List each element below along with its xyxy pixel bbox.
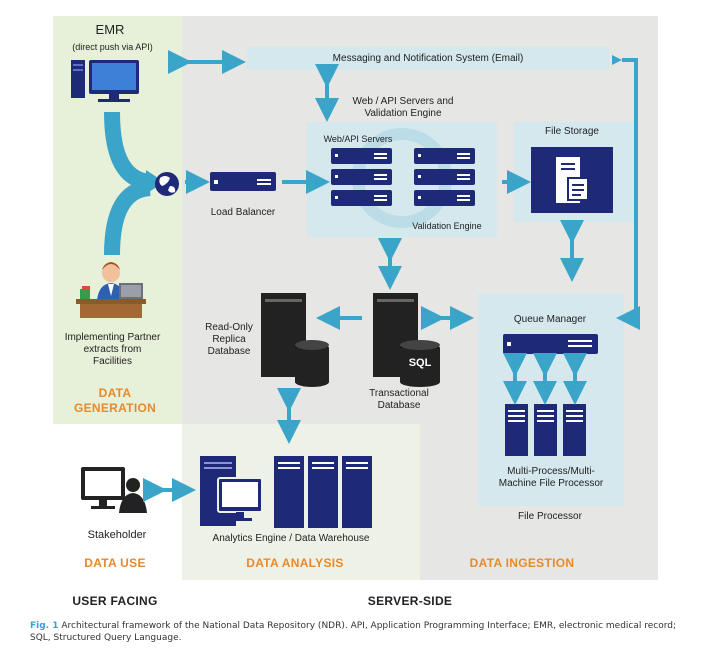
figure-caption: Fig. 1 Architectural framework of the Na… — [30, 620, 685, 644]
person-at-computer-icon — [81, 467, 147, 513]
replica-db-label: Read-Only Replica Database — [205, 322, 253, 357]
database-server-icon — [261, 293, 329, 387]
caption-text: Architectural framework of the National … — [30, 621, 677, 643]
file-processor-section-label: File Processor — [518, 511, 582, 522]
file-storage-label: File Storage — [545, 126, 599, 137]
sql-database-icon — [373, 293, 440, 387]
connector-arrows — [143, 50, 640, 502]
messaging-return-arrowhead — [612, 55, 622, 65]
section-data-use: DATA USE — [84, 556, 146, 570]
messaging-label: Messaging and Notification System (Email… — [332, 53, 524, 64]
person-at-desk-icon — [76, 262, 146, 318]
queue-server-icon — [503, 334, 598, 354]
desktop-computer-icon — [71, 60, 139, 102]
load-balancer-label: Load Balancer — [210, 207, 276, 218]
emr-title: EMR — [95, 22, 125, 37]
section-data-generation: DATA GENERATION — [73, 386, 157, 415]
section-data-analysis: DATA ANALYSIS — [246, 556, 344, 570]
globe-icon — [155, 172, 179, 196]
caption-fig-label: Fig. 1 — [30, 621, 59, 631]
transactional-db-label: Transactional Database — [369, 388, 429, 411]
section-data-ingestion: DATA INGESTION — [469, 556, 575, 570]
file-processor-servers — [505, 404, 586, 456]
analytics-label: Analytics Engine / Data Warehouse — [212, 533, 370, 544]
web-api-servers — [331, 128, 475, 228]
file-server-icon — [531, 147, 613, 213]
file-processor-label: Multi-Process/Multi- Machine File Proces… — [498, 466, 604, 489]
data-use-zone — [53, 424, 182, 580]
footer-server-side: SERVER-SIDE — [367, 594, 453, 608]
stakeholder-label: Stakeholder — [87, 529, 147, 541]
partner-flow-arrow — [104, 180, 152, 256]
data-warehouse-icon — [200, 456, 372, 528]
web-api-servers-label: Web/API Servers — [323, 134, 393, 144]
sql-badge: SQL — [408, 357, 432, 369]
emr-subtitle: (direct push via API) — [72, 42, 153, 52]
footer-user-facing: USER FACING — [72, 594, 158, 608]
validation-engine-label: Validation Engine — [412, 221, 482, 231]
web-api-title: Web / API Servers and Validation Engine — [352, 96, 454, 119]
server-unit-icon — [210, 172, 276, 191]
queue-manager-label: Queue Manager — [513, 314, 587, 325]
partner-label: Implementing Partner extracts from Facil… — [64, 332, 161, 367]
